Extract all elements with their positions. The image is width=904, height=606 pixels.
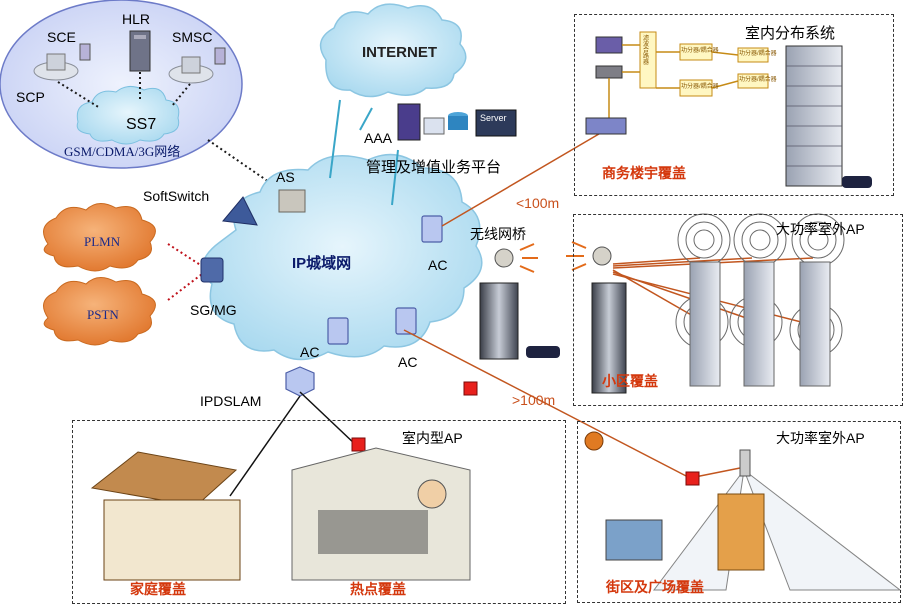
scp-label: SCP [16, 89, 45, 105]
aaa-servers-icon [397, 103, 517, 141]
hlr-label: HLR [122, 11, 151, 27]
sce-label: SCE [47, 29, 76, 45]
ipdslam-icon [285, 366, 315, 397]
hlr-server-icon [129, 30, 151, 72]
splitter-label-4: 功分器/耦合器 [739, 77, 777, 83]
sce-server-icon [33, 43, 91, 81]
bridge-antenna-left [494, 248, 514, 268]
distance-lt100-label: <100m [516, 195, 560, 211]
sgmg-icon [200, 257, 224, 283]
indoor-distribution-diagram [585, 31, 769, 135]
outdoor-ap-title-2: 大功率室外AP [776, 430, 865, 446]
street-caption: 街区及广场覆盖 [606, 579, 704, 595]
splitter-label-2: 功分器/耦合器 [681, 84, 719, 90]
ac-router-icon-2 [327, 317, 349, 345]
softswitch-icon [222, 196, 258, 226]
wireless-bridge-label: 无线网桥 [470, 226, 526, 242]
phone-user-icon [417, 479, 447, 509]
ap-red-square-1 [463, 381, 478, 396]
ap-red-square-2 [351, 437, 366, 452]
as-icon [278, 189, 306, 213]
internet-label: INTERNET [362, 44, 437, 61]
ss7-label: SS7 [126, 116, 157, 133]
gsm-network-label: GSM/CDMA/3G网络 [64, 144, 181, 159]
home-caption: 家庭覆盖 [130, 581, 186, 597]
apartment-icon-2 [743, 261, 775, 387]
bridge-antenna-right [592, 246, 612, 266]
ip-metro-label: IP城域网 [292, 255, 352, 272]
ap-red-square-3 [685, 471, 700, 486]
ac-label-3: AC [398, 354, 418, 370]
outdoor-ap-title-1: 大功率室外AP [776, 221, 865, 237]
bridge-building-left [479, 282, 519, 360]
ipdslam-label: IPDSLAM [200, 393, 262, 409]
internet-cloud [319, 3, 467, 98]
meeting-people-icon [318, 510, 428, 554]
gsm-network-ellipse [0, 0, 243, 169]
outdoor-ap-icon [739, 449, 751, 477]
tool-icon [584, 431, 604, 451]
indoor-system-box [574, 14, 894, 196]
street-box [577, 421, 901, 603]
pstn-cloud [43, 277, 156, 346]
ac-label-2: AC [300, 344, 320, 360]
ss7-cloud [76, 86, 180, 145]
pstn-label: PSTN [87, 307, 119, 322]
car-icon-1 [526, 346, 560, 358]
ac-label-1: AC [428, 257, 448, 273]
server-label: Server [480, 113, 507, 123]
office-tower-icon [785, 45, 843, 187]
street-building-icon [717, 493, 765, 571]
coverage-beam-right [742, 468, 902, 591]
plmn-cloud [43, 203, 156, 272]
hotspot-caption: 热点覆盖 [350, 581, 406, 597]
indoor-system-title: 室内分布系统 [745, 25, 836, 42]
softswitch-label: SoftSwitch [143, 188, 210, 204]
as-label: AS [276, 169, 295, 185]
splitter-label-3: 功分器/耦合器 [739, 51, 777, 57]
indoor-ap-title: 室内型AP [402, 430, 463, 446]
house-body-icon [103, 499, 241, 581]
aaa-label: AAA [364, 130, 393, 146]
plmn-label: PLMN [84, 234, 121, 249]
indoor-ap-box [72, 420, 566, 604]
apartment-icon-1 [689, 261, 721, 387]
combiner-label: 滤波合路器 [643, 36, 650, 66]
car-icon-2 [842, 176, 872, 188]
distance-gt100-label: >100m [512, 392, 556, 408]
smsc-server-icon [168, 47, 226, 84]
sgmg-label: SG/MG [190, 302, 237, 318]
platform-label: 管理及增值业务平台 [366, 159, 502, 176]
apartment-icon-3 [799, 261, 831, 387]
community-box [573, 214, 903, 406]
indoor-system-caption: 商务楼宇覆盖 [602, 165, 686, 181]
smsc-label: SMSC [172, 29, 213, 45]
city-blocks-icon [605, 519, 663, 561]
community-caption: 小区覆盖 [602, 373, 658, 389]
splitter-label-1: 功分器/耦合器 [681, 48, 719, 54]
ac-router-icon-1 [421, 215, 443, 243]
bridge-building-right [591, 282, 627, 394]
ac-router-icon-3 [395, 307, 417, 335]
